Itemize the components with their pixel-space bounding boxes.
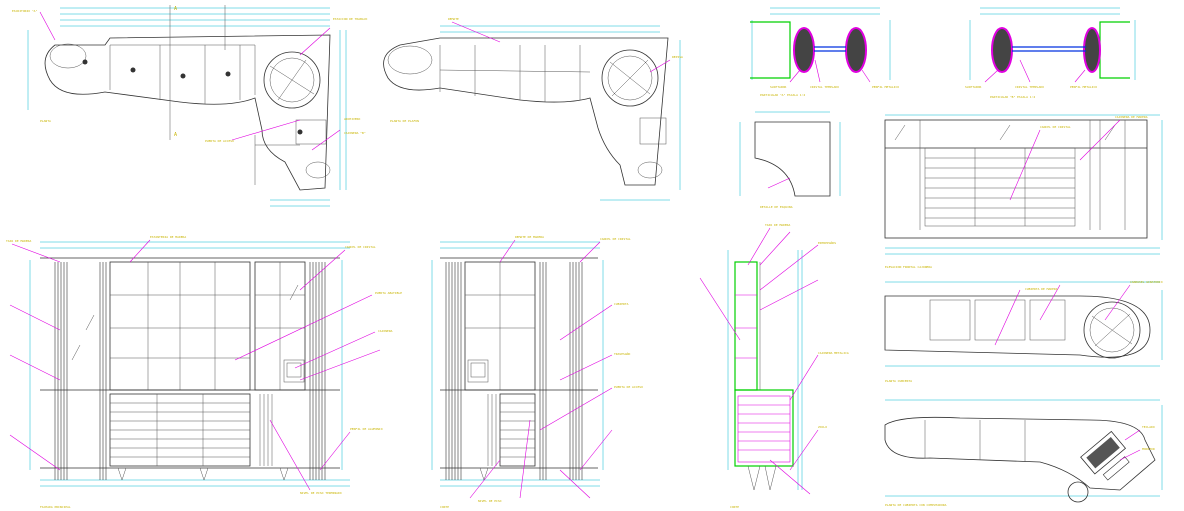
section-title: CORTE [730, 505, 739, 509]
label-npt-fe: NIVEL DE PISO TERMINADO [300, 491, 342, 495]
label-cajonera-sec: CAJONERA METALICA [818, 351, 849, 355]
plan-bottom-view: TECLADO MONITOR PLANTA DE CUBIERTA CON C… [884, 399, 1163, 507]
label-cubierta-re: CUBIERTA [614, 302, 629, 306]
label-sujetador-b: SUJETADOR [965, 85, 981, 89]
label-detalle-esquina: DETALLE DE ESQUINA [760, 205, 793, 209]
plan-left-view: A A ESCRITORIO "A" ESTACION DE TRABAJO C… [12, 5, 368, 207]
label-perfil-b: PERFIL METALICO [1070, 85, 1097, 89]
partial-front-title: ELEVACION FRONTAL CAJONERA [885, 265, 932, 269]
label-cancel-fe: CANCEL DE CRISTAL [345, 245, 376, 249]
label-remate: REMATE [448, 17, 459, 21]
label-zoclo-sec: ZOCLO [818, 425, 827, 429]
label-cajonera: CAJONERA "B" [344, 131, 366, 135]
detail-b-view: SUJETADOR CRISTAL TEMPLADO PERFIL METALI… [965, 7, 1136, 99]
section-view: TAPA DE MADERA ENTREPAÑOS CAJONERA METAL… [699, 223, 849, 509]
label-carrusel-pp: CARRUSEL GIRATORIO [1130, 280, 1163, 284]
detail-corner-view: DETALLE DE ESQUINA [739, 111, 841, 209]
label-puerta-fe: PUERTA ABATIBLE [375, 291, 402, 295]
label-puerta: PUERTA DE ACCESO [205, 139, 234, 143]
front-elevation-view: TAPA DE MADERA ESTANTERIA DE MADERA CANC… [6, 235, 402, 509]
label-cancel-pf: CANCEL DE CRISTAL [1040, 125, 1071, 129]
label-estanteria-fe: ESTANTERIA DE MADERA [150, 235, 186, 239]
label-perfil-a: PERFIL METALICO [872, 85, 899, 89]
plan-bottom-title: PLANTA DE CUBIERTA CON COMPUTADORA [885, 503, 947, 507]
label-tapa-sec: TAPA DE MADERA [765, 223, 790, 227]
label-estacion: ESTACION DE TRABAJO [333, 17, 368, 21]
svg-text:A: A [174, 132, 177, 138]
detail-a-view: SUJETADOR CRISTAL TEMPLADO PERFIL METALI… [750, 7, 899, 97]
label-perfil-fe: PERFIL DE ALUMINIO [350, 427, 383, 431]
label-puerta-re: PUERTA DE ACCESO [614, 385, 643, 389]
label-travesano-re: TRAVESAÑO [614, 351, 630, 356]
rear-elevation-title: CORTE [440, 505, 449, 509]
label-cancel-re: CANCEL DE CRISTAL [600, 237, 631, 241]
label-escritorio: ESCRITORIO "A" [12, 9, 37, 13]
label-monitor: MONITOR [1142, 447, 1155, 451]
label-cristal-a: CRISTAL TEMPLADO [810, 85, 839, 89]
label-archivero: ARCHIVERO [344, 117, 360, 121]
plan-left-title: PLANTA [40, 119, 51, 123]
partial-plan-title: PLANTA CUBIERTA [885, 379, 912, 383]
label-nivel-re: NIVEL DE PISO [478, 499, 502, 503]
partial-front-view: CANCEL DE CRISTAL CAJONERA DE MADERA ELE… [884, 114, 1163, 269]
plan-ceiling-view: REMATE REPISA PLANTA DE PLAFON [383, 17, 683, 201]
label-teclado: TECLADO [1142, 425, 1155, 429]
label-entrepanos-sec: ENTREPAÑOS [818, 240, 836, 245]
label-remate-re: REMATE DE MADERA [515, 235, 544, 239]
svg-text:A: A [174, 6, 177, 12]
label-cajonera-fe: CAJONERA [378, 329, 393, 333]
front-elevation-title: FACHADA PRINCIPAL [40, 505, 71, 509]
rear-elevation-view: REMATE DE MADERA CANCEL DE CRISTAL CUBIE… [431, 235, 643, 509]
label-repisa: REPISA [672, 55, 683, 59]
detail-a-title: PARTICULAR "A" ESCALA 1:2 [760, 93, 805, 97]
label-cubierta-pp: CUBIERTA DE MADERA [1025, 287, 1058, 291]
label-cristal-b: CRISTAL TEMPLADO [1015, 85, 1044, 89]
label-tapa-fe: TAPA DE MADERA [6, 239, 31, 243]
label-sujetador-a: SUJETADOR [770, 85, 786, 89]
detail-b-title: PARTICULAR "B" ESCALA 1:2 [990, 95, 1035, 99]
label-cajonera-pf: CAJONERA DE MADERA [1115, 115, 1148, 119]
plan-ceiling-title: PLANTA DE PLAFON [390, 119, 419, 123]
partial-plan-view: CUBIERTA DE MADERA CARRUSEL GIRATORIO PL… [884, 280, 1163, 383]
